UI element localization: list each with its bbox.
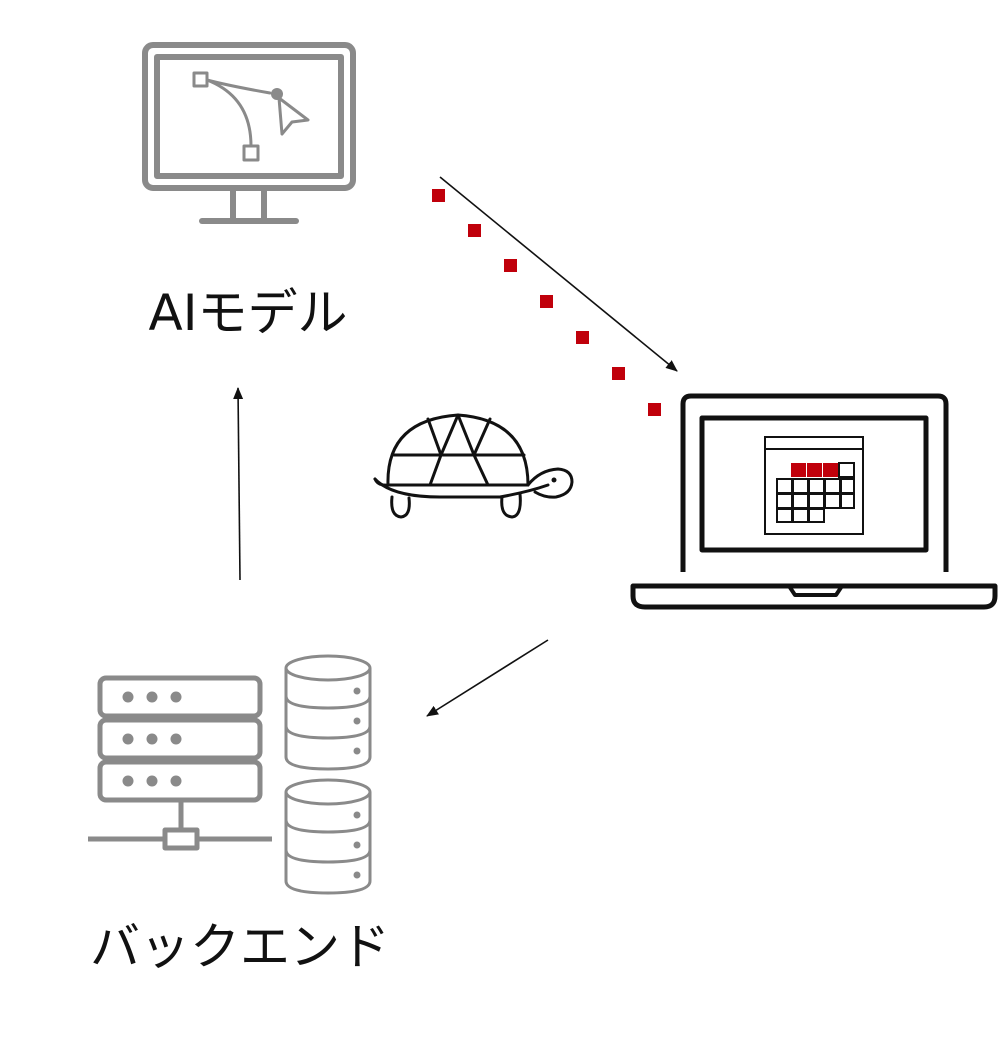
backend-label: バックエンド	[90, 918, 390, 976]
data-stream-dots	[432, 189, 661, 416]
turtle-icon	[373, 413, 574, 519]
ai-model-label: AIモデル	[149, 284, 348, 342]
laptop-calendar-icon	[630, 393, 998, 610]
server-database-icon	[88, 654, 372, 895]
arrow-client-to-backend	[426, 639, 549, 717]
arrow-backend-to-ai	[233, 387, 244, 581]
arrow-ai-to-client	[439, 176, 678, 372]
monitor-vector-pen-icon	[142, 42, 356, 224]
